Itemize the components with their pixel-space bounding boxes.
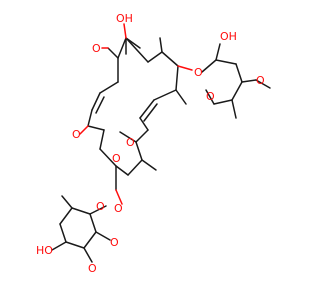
- macrocycle-oxygen-bonds: [79, 23, 193, 205]
- epoxide-oxygen: O: [72, 128, 81, 141]
- methoxy-oxygen-left-b: O: [88, 262, 97, 275]
- ring-oxygen-left-sugar: O: [96, 200, 105, 213]
- lactone-carbonyl-oxygen: O: [126, 136, 135, 149]
- ho-label-left-sugar: HO: [36, 244, 53, 257]
- oh-label-right-sugar: OH: [220, 30, 237, 43]
- ring-oxygen-right-sugar: O: [206, 90, 215, 103]
- left-sugar-bonds: [51, 195, 111, 263]
- ketone-oxygen-label: O: [92, 42, 101, 55]
- molecule-structure: OH O OH O O O O O O O O O O HO: [36, 12, 271, 275]
- glycosidic-oxygen-right: O: [194, 66, 203, 79]
- molecule-diagram: OH O OH O O O O O O O O O O HO: [36, 12, 271, 275]
- methoxy-oxygen-left-a: O: [110, 236, 119, 249]
- lactone-ring-oxygen: O: [112, 152, 121, 165]
- macrocycle-bonds: [87, 37, 187, 191]
- glycosidic-oxygen-left: O: [114, 202, 123, 215]
- oh-label-top: OH: [116, 12, 133, 25]
- right-sugar-bonds: [201, 43, 271, 119]
- methoxy-oxygen-right: O: [256, 74, 265, 87]
